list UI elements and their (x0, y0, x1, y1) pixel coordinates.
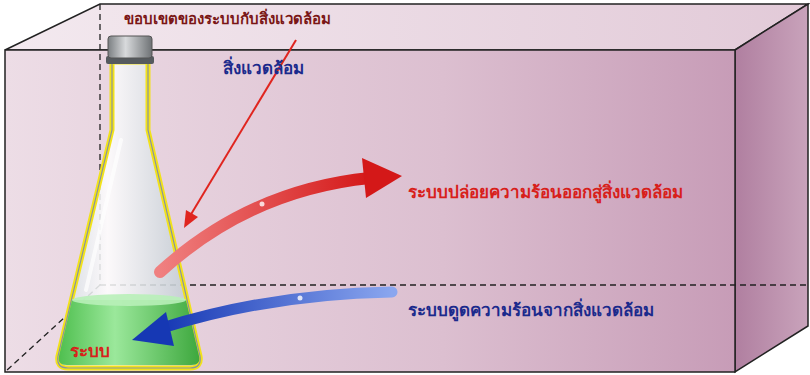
system-label: ระบบ (70, 341, 110, 361)
surroundings-label: สิ่งแวดล้อม (223, 58, 304, 78)
heat-absorb-arrow (132, 292, 392, 346)
heat-release-arrow (160, 158, 402, 272)
system-flask: ระบบ (55, 34, 205, 370)
heat-release-label: ระบบปล่อยความร้อนออกสู่สิ่งแวดล้อม (408, 182, 683, 202)
boundary-label: ขอบเขตของระบบกับสิ่งแวดล้อม (124, 10, 331, 28)
hidden-edges (5, 4, 808, 372)
surroundings-box: สิ่งแวดล้อมระบบ (5, 50, 735, 372)
heat-absorb-label: ระบบดูดความร้อนจากสิ่งแวดล้อม (408, 300, 654, 320)
box-side (735, 4, 808, 372)
box-front (5, 50, 735, 372)
